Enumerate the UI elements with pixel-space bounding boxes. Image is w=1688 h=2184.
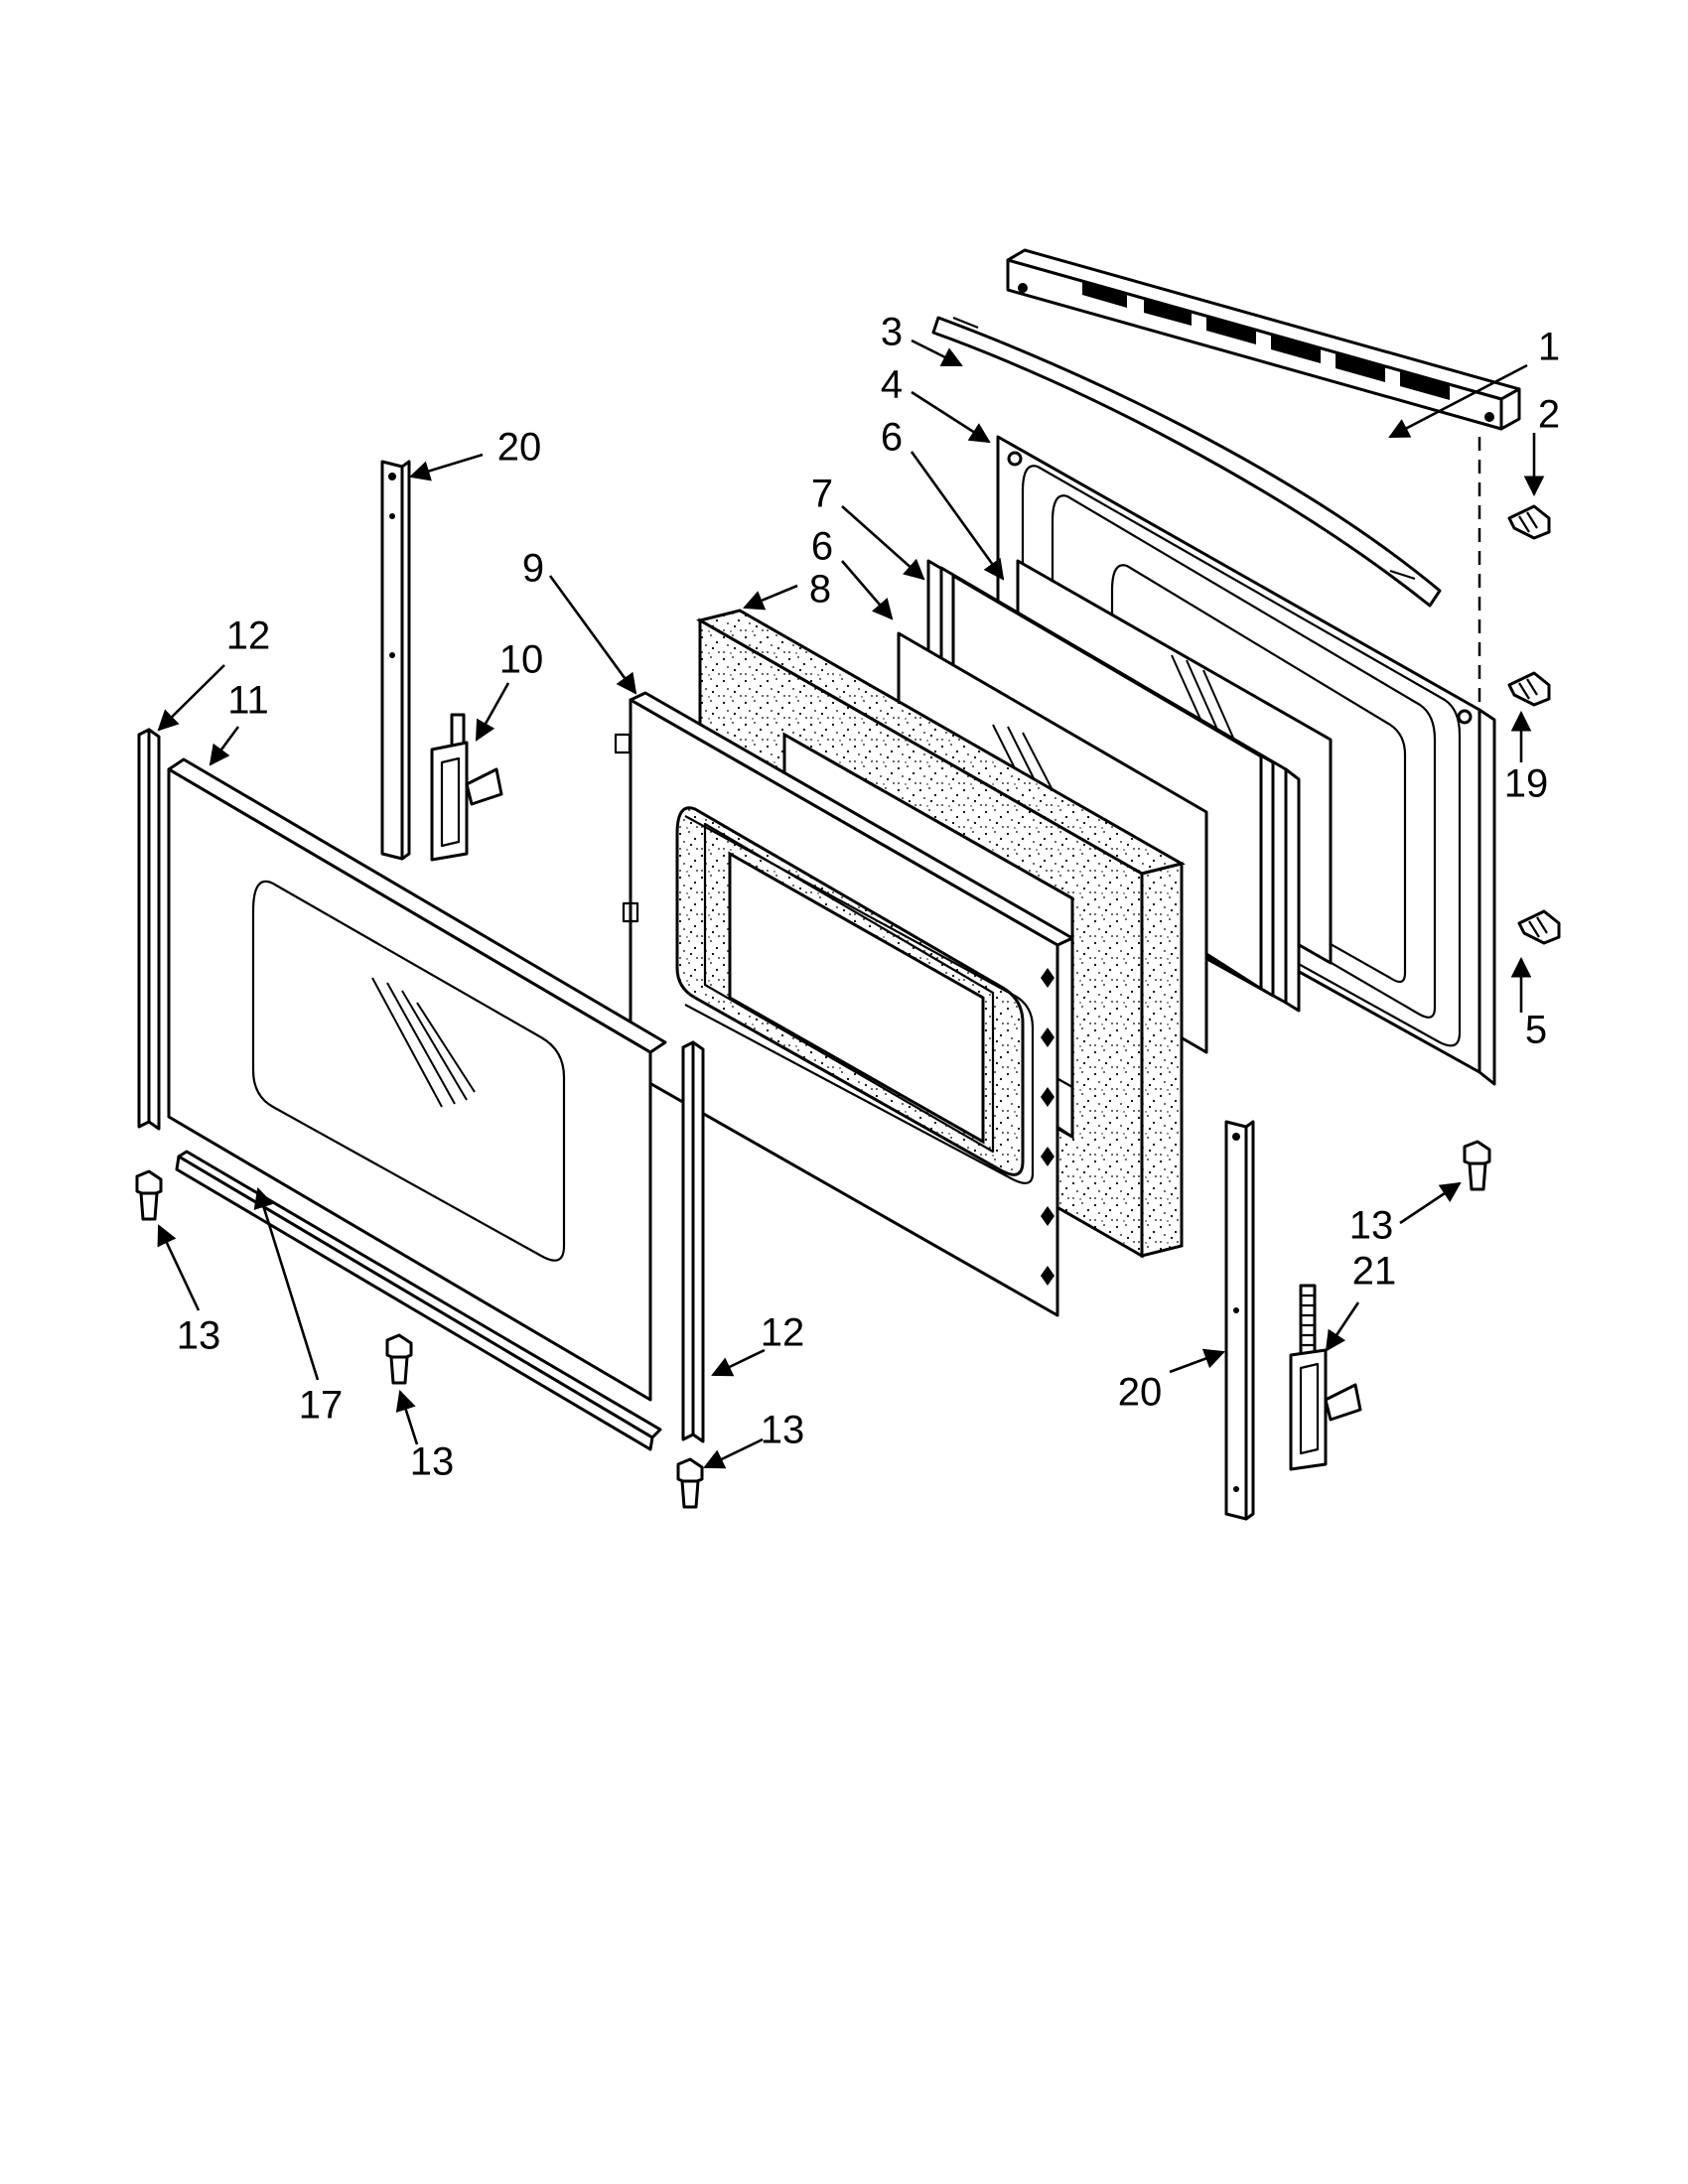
- door-side-trim-left: [137, 728, 161, 1131]
- callout-label-6-lower: 6: [811, 525, 833, 569]
- vent-trim-strip: [1006, 248, 1521, 431]
- callout-label-13-bottom: 13: [410, 1440, 455, 1484]
- door-handle: [931, 316, 1442, 608]
- bottom-door-trim: [175, 1150, 662, 1451]
- callout-label-5: 5: [1525, 1009, 1547, 1052]
- callout-label-10: 10: [499, 638, 544, 682]
- screw-part-13-right-trim: [676, 1457, 704, 1509]
- callout-label-4: 4: [881, 363, 903, 407]
- door-hinge-left: [430, 713, 503, 862]
- callout-label-3: 3: [881, 311, 903, 354]
- callout-label-2: 2: [1538, 393, 1560, 437]
- outer-door-panel: [167, 757, 667, 1402]
- callout-label-11: 11: [227, 679, 269, 723]
- callout-label-13-left: 13: [177, 1314, 221, 1358]
- callout-label-12-right: 12: [761, 1311, 805, 1355]
- screw-part-13-right: [1463, 1140, 1491, 1191]
- callout-label-19: 19: [1504, 762, 1549, 806]
- callout-label-12-left: 12: [226, 614, 271, 658]
- callout-label-13-trim: 13: [761, 1409, 805, 1452]
- callout-labels: 1 2 3 4 6 7 6 8 9 20 12 11 10 19 5 13 21…: [177, 311, 1560, 1484]
- door-liner: [614, 691, 1074, 1317]
- callout-label-8: 8: [809, 568, 831, 612]
- hinge-receiver-right: [1224, 1120, 1255, 1521]
- screw-part-2: [1507, 504, 1551, 540]
- callout-label-13-right: 13: [1349, 1204, 1394, 1248]
- callout-label-9: 9: [522, 547, 544, 591]
- door-hinge-right: [1289, 1284, 1362, 1471]
- callout-label-21: 21: [1352, 1250, 1397, 1294]
- screw-part-13-left: [135, 1169, 163, 1221]
- callout-label-20-upper: 20: [497, 426, 542, 470]
- callout-label-20-lower: 20: [1118, 1371, 1163, 1415]
- callout-leaders: [157, 339, 1545, 1469]
- callout-label-7: 7: [811, 473, 833, 516]
- screw-part-5: [1517, 909, 1561, 945]
- screw-part-19: [1507, 671, 1551, 707]
- door-side-trim-right: [681, 1040, 705, 1443]
- hinge-receiver-left: [380, 460, 411, 861]
- callout-label-6-upper: 6: [881, 416, 903, 460]
- callout-label-17: 17: [299, 1384, 344, 1428]
- screw-part-13-bottom: [385, 1333, 413, 1385]
- callout-label-1: 1: [1538, 326, 1560, 369]
